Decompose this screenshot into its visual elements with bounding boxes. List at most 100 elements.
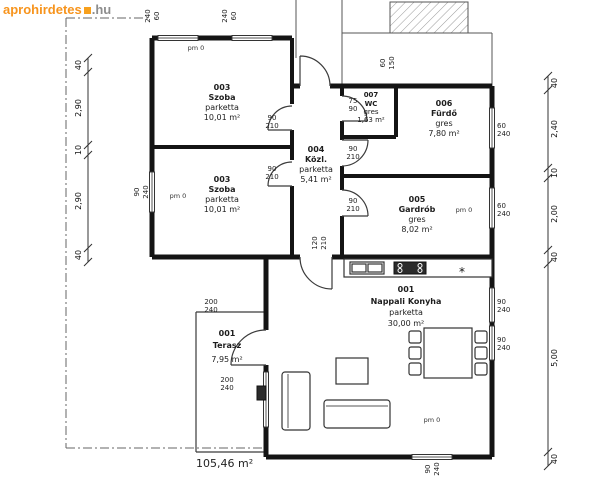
entrance-size: 150	[388, 56, 396, 69]
dimension-chain-left: 40 2,90 10 2,90 40	[74, 53, 93, 267]
terrace-door-size: 200	[220, 376, 233, 384]
room-name: Nappali Konyha	[371, 297, 442, 306]
door-size: 210	[346, 205, 359, 213]
dimension-chain-right: 40 2,40 10 2,00 40 5,00 40	[543, 71, 559, 471]
dim-label: 2,40	[550, 120, 559, 138]
watermark-tld-text: .hu	[91, 2, 112, 17]
pm0-label: pm 0	[170, 192, 187, 200]
dim-label: 2,90	[74, 99, 83, 117]
terrace-door-size: 200	[204, 298, 217, 306]
room-id: 007	[364, 91, 379, 99]
dim-label: 40	[550, 78, 559, 88]
property-boundary-line	[65, 17, 264, 449]
room-name: WC	[365, 100, 378, 108]
door-size: 210	[346, 153, 359, 161]
pillar	[256, 385, 267, 401]
pm0-label: pm 0	[456, 206, 473, 214]
dim-label: 2,90	[74, 192, 83, 210]
room-label-furdo: 006 Fürdő gres 7,80 m²	[428, 99, 459, 138]
window-size: 90	[424, 465, 432, 474]
room-label-wc: 007 WC gres 1,63 m²	[357, 91, 385, 124]
room-id: 006	[436, 99, 453, 108]
window-size: 90	[497, 336, 506, 344]
entrance-size: 60	[379, 59, 387, 68]
door-size: 90	[268, 165, 277, 173]
room-name: Szoba	[208, 185, 235, 194]
room-area: 30,00 m²	[388, 319, 424, 328]
dim-label: 10	[550, 168, 559, 178]
door-size: 75	[349, 97, 358, 105]
door-swings	[230, 55, 369, 366]
walls-outer	[149, 35, 495, 460]
room-area: 8,02 m²	[401, 225, 432, 234]
terrace-door-size: 240	[204, 306, 217, 314]
door-size: 90	[349, 197, 358, 205]
door-size: 90	[349, 145, 358, 153]
room-area: 10,01 m²	[204, 205, 240, 214]
watermark-brand-text: aprohirdetes	[3, 2, 82, 17]
window-size: 240	[221, 9, 229, 22]
pm0-label: pm 0	[424, 416, 441, 424]
dim-label: 40	[550, 454, 559, 464]
room-area: 10,01 m²	[204, 113, 240, 122]
room-floor: parketta	[205, 103, 239, 112]
window-size: 240	[497, 210, 510, 218]
room-area: 5,41 m²	[300, 175, 331, 184]
room-floor: parketta	[299, 165, 333, 174]
total-area-label: 105,46 m²	[196, 457, 253, 470]
room-area: 7,95 m²	[211, 355, 242, 364]
window-size: 60	[153, 12, 161, 21]
door-size: 210	[265, 173, 278, 181]
neighbour-building-hatch	[295, 0, 493, 86]
room-label-terasz: 001 Terasz 7,95 m²	[211, 329, 242, 364]
watermark-square-icon	[83, 7, 91, 14]
room-label-gardrob: 005 Gardrób gres 8,02 m²	[399, 195, 436, 234]
window-size: 240	[144, 9, 152, 22]
floor-level-marks: pm 0 pm 0 pm 0 pm 0	[170, 44, 473, 424]
room-id: 001	[398, 285, 415, 294]
room-id: 004	[308, 145, 325, 154]
dim-label: 40	[74, 60, 83, 70]
window-size: 60	[497, 122, 506, 130]
window-size: 90	[133, 188, 141, 197]
door-size: 210	[265, 122, 278, 130]
window-size: 240	[497, 130, 510, 138]
terrace-door-size: 240	[220, 384, 233, 392]
room-name: Szoba	[208, 93, 235, 102]
room-floor: gres	[435, 119, 452, 128]
coffee-table	[335, 357, 369, 385]
room-area: 1,63 m²	[357, 116, 385, 124]
room-label-kozl: 004 Közl. parketta 5,41 m²	[299, 145, 333, 184]
room-floor: parketta	[389, 308, 423, 317]
dim-label: 2,00	[550, 205, 559, 223]
dim-label: 10	[74, 145, 83, 155]
room-floor: parketta	[205, 195, 239, 204]
room-label-szoba-top: 003 Szoba parketta 10,01 m²	[204, 83, 240, 122]
window-size: 240	[497, 344, 510, 352]
window-size: 240	[497, 306, 510, 314]
room-id: 003	[214, 175, 231, 184]
room-floor: gres	[363, 108, 378, 116]
sofa-group	[256, 357, 391, 431]
dim-label: 5,00	[550, 349, 559, 367]
dim-label: 40	[550, 252, 559, 262]
door-size: 120	[311, 236, 319, 249]
door-size: 90	[349, 105, 358, 113]
room-id: 003	[214, 83, 231, 92]
dim-label: 40	[74, 250, 83, 260]
room-name: Gardrób	[399, 204, 436, 214]
pm0-label: pm 0	[188, 44, 205, 52]
site-watermark: aprohirdetes .hu	[3, 2, 111, 17]
boiler-symbol: *	[459, 265, 465, 279]
door-labels: 90 210 90 210 75 90 90 210 90 210 120 21…	[265, 97, 359, 250]
room-label-szoba-bottom: 003 Szoba parketta 10,01 m²	[204, 175, 240, 214]
room-floor: gres	[408, 215, 425, 224]
door-size: 210	[320, 236, 328, 249]
window-labels-top: 240 60 240 60 60 150	[144, 9, 396, 69]
room-id: 001	[219, 329, 236, 338]
window-size: 240	[433, 462, 441, 475]
window-labels-sides: 90 240 60 240 60 240 90 240 90 240 90 24…	[133, 122, 510, 476]
dining-table	[408, 327, 488, 379]
